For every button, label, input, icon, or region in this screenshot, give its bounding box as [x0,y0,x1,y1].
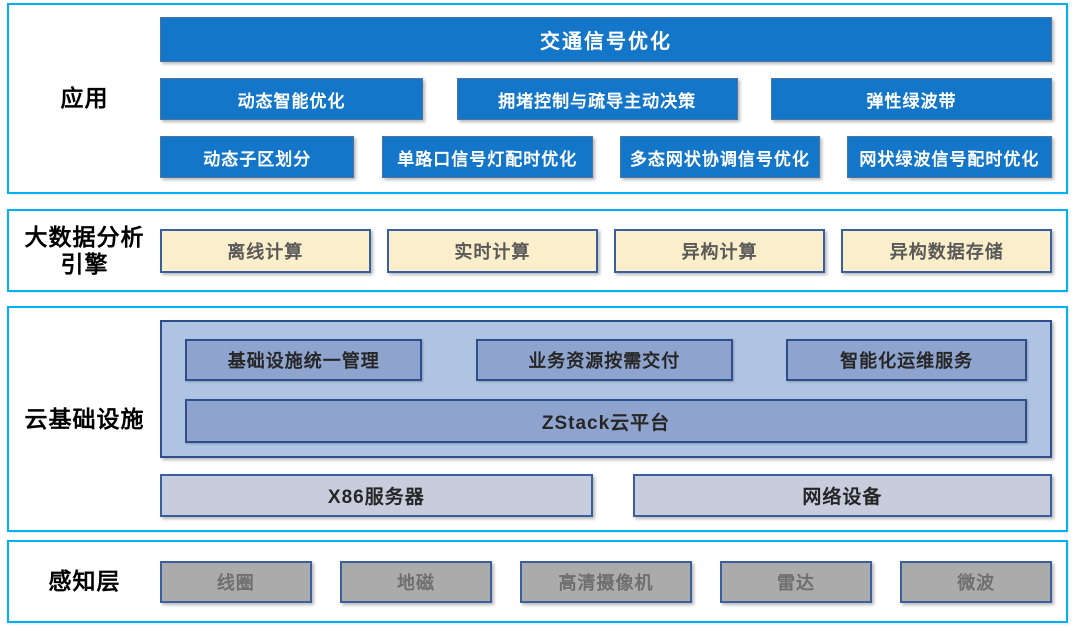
app-box-multi-mode-mesh-coordination: 多态网状协调信号优化 [619,136,820,178]
layer-label-cloud-infrastructure: 云基础设施 [24,405,145,432]
cloud-hardware-row: X86服务器 网络设备 [160,474,1052,517]
layer-application-label-column: 应用 [9,5,160,192]
layer-label-perception: 感知层 [48,568,121,595]
hardware-box-network-devices: 网络设备 [632,474,1052,517]
application-row-2: 动态智能优化 拥堵控制与疏导主动决策 弹性绿波带 [160,78,1052,120]
sensor-box-hd-camera: 高清摄像机 [520,560,692,603]
cloud-platform-box-zstack: ZStack云平台 [185,399,1027,443]
layer-cloud-infrastructure: 云基础设施 基础设施统一管理 业务资源按需交付 智能化运维服务 ZStack云平… [7,306,1068,532]
application-row-3: 动态子区划分 单路口信号灯配时优化 多态网状协调信号优化 网状绿波信号配时优化 [160,136,1052,178]
sensor-box-geomagnetic: 地磁 [340,560,492,603]
app-box-dynamic-intelligent-optimization: 动态智能优化 [160,78,424,120]
engine-box-heterogeneous-storage: 异构数据存储 [841,228,1052,273]
layer-label-application: 应用 [60,85,109,112]
application-row-title: 交通信号优化 [160,17,1052,62]
layer-bigdata-label-column: 大数据分析 引擎 [9,211,160,290]
app-box-traffic-signal-optimization: 交通信号优化 [160,17,1052,62]
layer-label-bigdata-engine: 大数据分析 引擎 [24,224,145,277]
sensor-box-induction-loop: 线圈 [160,560,312,603]
layer-bigdata-content: 离线计算 实时计算 异构计算 异构数据存储 [160,211,1066,290]
engine-box-offline-computing: 离线计算 [160,228,371,273]
cloud-services-row: 基础设施统一管理 业务资源按需交付 智能化运维服务 [185,339,1027,381]
layer-perception: 感知层 线圈 地磁 高清摄像机 雷达 微波 [7,540,1068,623]
engine-box-realtime-computing: 实时计算 [387,228,598,273]
perception-row: 线圈 地磁 高清摄像机 雷达 微波 [160,560,1052,603]
layer-cloud-label-column: 云基础设施 [9,308,160,530]
app-box-congestion-control-decision: 拥堵控制与疏导主动决策 [456,78,738,120]
sensor-box-microwave: 微波 [900,560,1052,603]
bigdata-row: 离线计算 实时计算 异构计算 异构数据存储 [160,228,1052,273]
engine-box-heterogeneous-computing: 异构计算 [614,228,825,273]
layer-cloud-content: 基础设施统一管理 业务资源按需交付 智能化运维服务 ZStack云平台 X86服… [160,308,1066,530]
app-box-mesh-green-wave-timing: 网状绿波信号配时优化 [846,136,1052,178]
layer-perception-content: 线圈 地磁 高清摄像机 雷达 微波 [160,542,1066,621]
app-box-dynamic-subarea-division: 动态子区划分 [160,136,355,178]
app-box-elastic-green-wave: 弹性绿波带 [771,78,1052,120]
cloud-service-box-on-demand-resource-delivery: 业务资源按需交付 [475,339,733,381]
sensor-box-radar: 雷达 [720,560,872,603]
cloud-platform-container: 基础设施统一管理 业务资源按需交付 智能化运维服务 ZStack云平台 [160,320,1052,458]
layer-bigdata-engine: 大数据分析 引擎 离线计算 实时计算 异构计算 异构数据存储 [7,209,1068,292]
hardware-box-x86-servers: X86服务器 [160,474,593,517]
layer-application: 应用 交通信号优化 动态智能优化 拥堵控制与疏导主动决策 弹性绿波带 动态子区划… [7,3,1068,194]
layer-perception-label-column: 感知层 [9,542,160,621]
cloud-service-box-unified-infrastructure-management: 基础设施统一管理 [185,339,423,381]
app-box-single-intersection-timing: 单路口信号灯配时优化 [381,136,593,178]
layer-application-content: 交通信号优化 动态智能优化 拥堵控制与疏导主动决策 弹性绿波带 动态子区划分 单… [160,5,1066,192]
cloud-service-box-intelligent-ops-service: 智能化运维服务 [786,339,1027,381]
